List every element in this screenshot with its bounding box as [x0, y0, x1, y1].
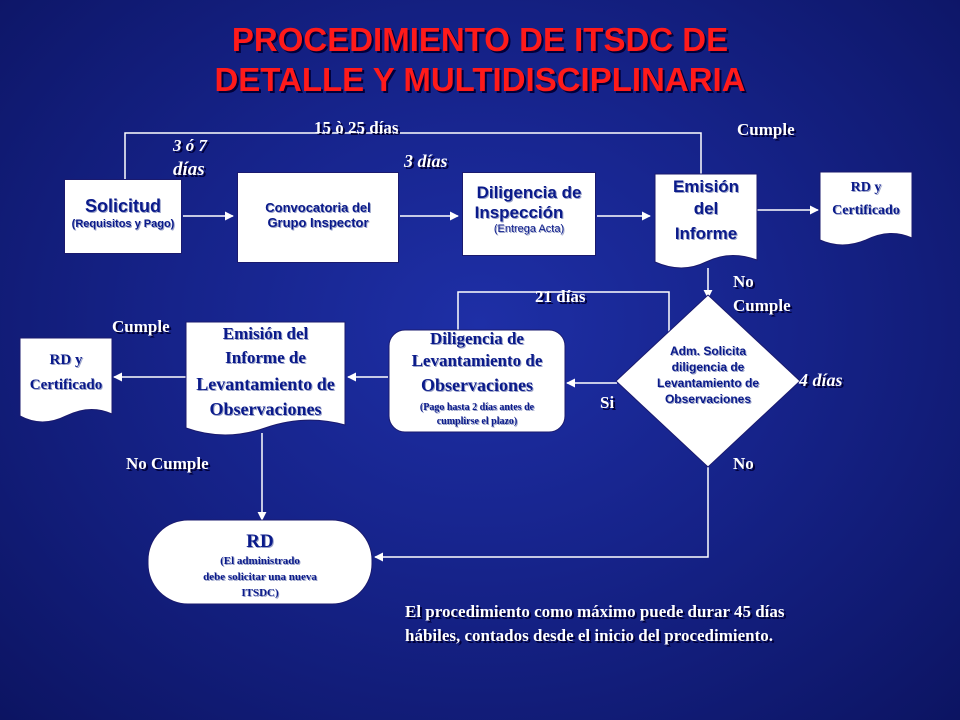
diligencia-levantamiento-line-3: Observaciones	[421, 375, 533, 395]
arrow-adm-rd-final	[374, 467, 709, 562]
bracket-15-25-days	[124, 132, 702, 180]
emision-informe-line-3: Informe	[674, 224, 738, 243]
label-si: Si	[600, 393, 615, 412]
diligencia-inspeccion-box: Diligencia de Inspección (Entrega Acta)	[462, 172, 596, 256]
convocatoria-box: Convocatoria del Grupo Inspector	[237, 172, 399, 263]
label-cumple-left: Cumple	[112, 317, 170, 336]
rd-certificado-top-line-2: Certificado	[832, 203, 900, 218]
label-3-o-7-dias-2: días	[173, 159, 205, 180]
label-no-cumple-bottom: No Cumple	[126, 454, 209, 473]
label-cumple-after-no: Cumple	[733, 296, 791, 315]
adm-solicita-line-2: diligencia de	[671, 360, 745, 374]
rd-certificado-top-shape	[819, 171, 913, 246]
label-3-o-7-dias-1: 3 ó 7	[173, 136, 207, 155]
footer-line-1: El procedimiento como máximo puede durar…	[405, 602, 785, 621]
adm-solicita-line-4: Observaciones	[664, 392, 752, 406]
diligencia-levantamiento-line-2: Levantamiento de	[411, 351, 543, 370]
label-21-dias: 21 días	[535, 287, 586, 306]
adm-solicita-line-3: Levantamiento de	[656, 376, 760, 390]
diligencia-levantamiento-line-1: Diligencia de	[430, 329, 524, 348]
diligencia-inspeccion-line-2: Inspección	[474, 203, 564, 222]
emision-informe-line-2: del	[693, 199, 719, 218]
title-line-2: DETALLE Y MULTIDISCIPLINARIA	[214, 61, 746, 98]
emision-informe-line-1: Emisión	[672, 177, 740, 196]
rd-final-line-3: ITSDC)	[241, 587, 279, 599]
emision-levantamiento-line-3: Levantamiento de	[196, 374, 335, 394]
label-no-top: No	[733, 272, 754, 291]
label-4-dias: 4 días	[799, 370, 843, 390]
label-15-25-dias: 15 ò 25 días	[314, 118, 399, 137]
diligencia-inspeccion-line-1: Diligencia de	[476, 183, 582, 202]
label-3-dias: 3 días	[404, 151, 448, 171]
diligencia-levantamiento-sub-2: cumplirse el plazo)	[436, 416, 518, 427]
diligencia-inspeccion-sub: (Entrega Acta)	[493, 223, 565, 235]
rd-final-shape	[147, 519, 373, 605]
convocatoria-line-2: Grupo Inspector	[267, 215, 369, 230]
bracket-21-days	[457, 291, 670, 345]
emision-levantamiento-line-4: Observaciones	[209, 399, 322, 419]
convocatoria-line-1: Convocatoria del	[265, 200, 371, 215]
rd-final-line-2: debe solicitar una nueva	[203, 571, 317, 583]
diligencia-levantamiento-shape	[388, 329, 566, 433]
emision-levantamiento-line-2: Informe de	[225, 348, 306, 367]
rd-certificado-left-line-2: Certificado	[29, 377, 103, 393]
solicitud-sub: (Requisitos y Pago)	[71, 218, 175, 230]
emision-levantamiento-shape	[185, 321, 346, 436]
rd-certificado-left-line-1: RD y	[49, 352, 83, 368]
title-line-1: PROCEDIMIENTO DE ITSDC DE	[231, 21, 729, 58]
solicitud-box: Solicitud (Requisitos y Pago)	[64, 179, 182, 254]
solicitud-title: Solicitud	[85, 196, 161, 216]
rd-final-title: RD	[246, 531, 274, 552]
adm-solicita-diamond	[615, 294, 801, 468]
rd-certificado-left-shape	[19, 337, 113, 423]
rd-certificado-top-line-1: RD y	[850, 180, 882, 195]
adm-solicita-line-1: Adm. Solicita	[669, 344, 746, 358]
emision-informe-shape	[654, 173, 758, 269]
footer-line-2: hábiles, contados desde el inicio del pr…	[405, 626, 774, 645]
label-cumple-top: Cumple	[737, 120, 795, 139]
rd-final-line-1: (El administrado	[220, 555, 300, 567]
label-no-bottom: No	[733, 454, 754, 473]
diligencia-levantamiento-sub-1: (Pago hasta 2 días antes de	[419, 402, 535, 413]
emision-levantamiento-line-1: Emisión del	[222, 324, 309, 343]
